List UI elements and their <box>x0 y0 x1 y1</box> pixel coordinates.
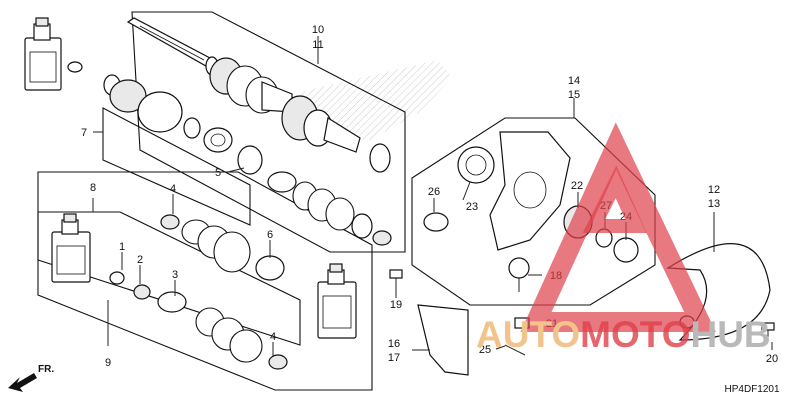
frame-driveshaft-inner <box>102 107 251 226</box>
callout-4-lower: 4 <box>270 331 276 343</box>
background-logo-hatch <box>295 60 452 140</box>
callout-25: 25 <box>479 344 491 356</box>
callout-8: 8 <box>90 182 96 194</box>
watermark-text-auto: AUTO <box>476 314 580 355</box>
small-hardware <box>389 269 775 356</box>
callout-3: 3 <box>172 269 178 281</box>
watermark-text: AUTOMOTOHUB <box>476 314 771 355</box>
inboard-joint <box>103 74 233 153</box>
watermark-triangle-inner <box>582 165 647 233</box>
grease-bottle-top-left <box>24 17 62 91</box>
callout-9: 9 <box>105 357 111 369</box>
callout-2: 2 <box>137 254 143 266</box>
skid-plate <box>417 304 469 376</box>
callout-26: 26 <box>428 186 440 198</box>
callout-11: 11 <box>312 39 323 51</box>
callout-13: 13 <box>708 198 720 210</box>
callout-12: 12 <box>708 184 720 196</box>
callout-19: 19 <box>390 299 402 311</box>
callout-14: 14 <box>568 75 580 87</box>
boot-kit-upper <box>160 214 285 281</box>
callout-10: 10 <box>312 24 324 36</box>
frame-driveshaft-assembly <box>131 11 406 253</box>
callout-15: 15 <box>568 89 580 101</box>
frame-boot-kit-inner <box>37 211 301 346</box>
grease-bottle-bottom <box>317 263 357 339</box>
boot-kit-lower <box>109 271 288 370</box>
steering-knuckle <box>423 131 639 292</box>
callout-23: 23 <box>466 201 478 213</box>
callout-7: 7 <box>81 127 87 139</box>
watermark-logo: AUTOMOTOHUB <box>476 122 771 355</box>
callout-16: 16 <box>388 338 400 350</box>
callout-1: 1 <box>119 241 125 253</box>
front-direction-arrow: FR. <box>8 364 54 392</box>
frame-boot-kit <box>37 171 373 391</box>
callout-20: 20 <box>766 353 778 365</box>
direction-label: FR. <box>38 364 54 375</box>
grease-bottle-kit <box>51 213 91 283</box>
diagram-reference-code: HP4DF1201 <box>724 384 779 395</box>
boot-band-ring <box>237 145 263 175</box>
callout-22: 22 <box>571 180 583 192</box>
circlip-small <box>67 61 83 73</box>
callout-17: 17 <box>388 352 400 364</box>
frame-knuckle-assembly <box>411 117 656 306</box>
brake-disc-shield <box>666 243 771 341</box>
watermark-triangle-outer <box>520 122 716 332</box>
watermark-text-moto: MOTO <box>580 314 690 355</box>
driveshaft-assembly <box>126 17 391 173</box>
callout-4-upper: 4 <box>170 183 176 195</box>
watermark-text-hub: HUB <box>690 314 770 355</box>
outboard-boot <box>267 171 392 246</box>
callout-5: 5 <box>215 167 221 179</box>
callout-6: 6 <box>267 229 273 241</box>
